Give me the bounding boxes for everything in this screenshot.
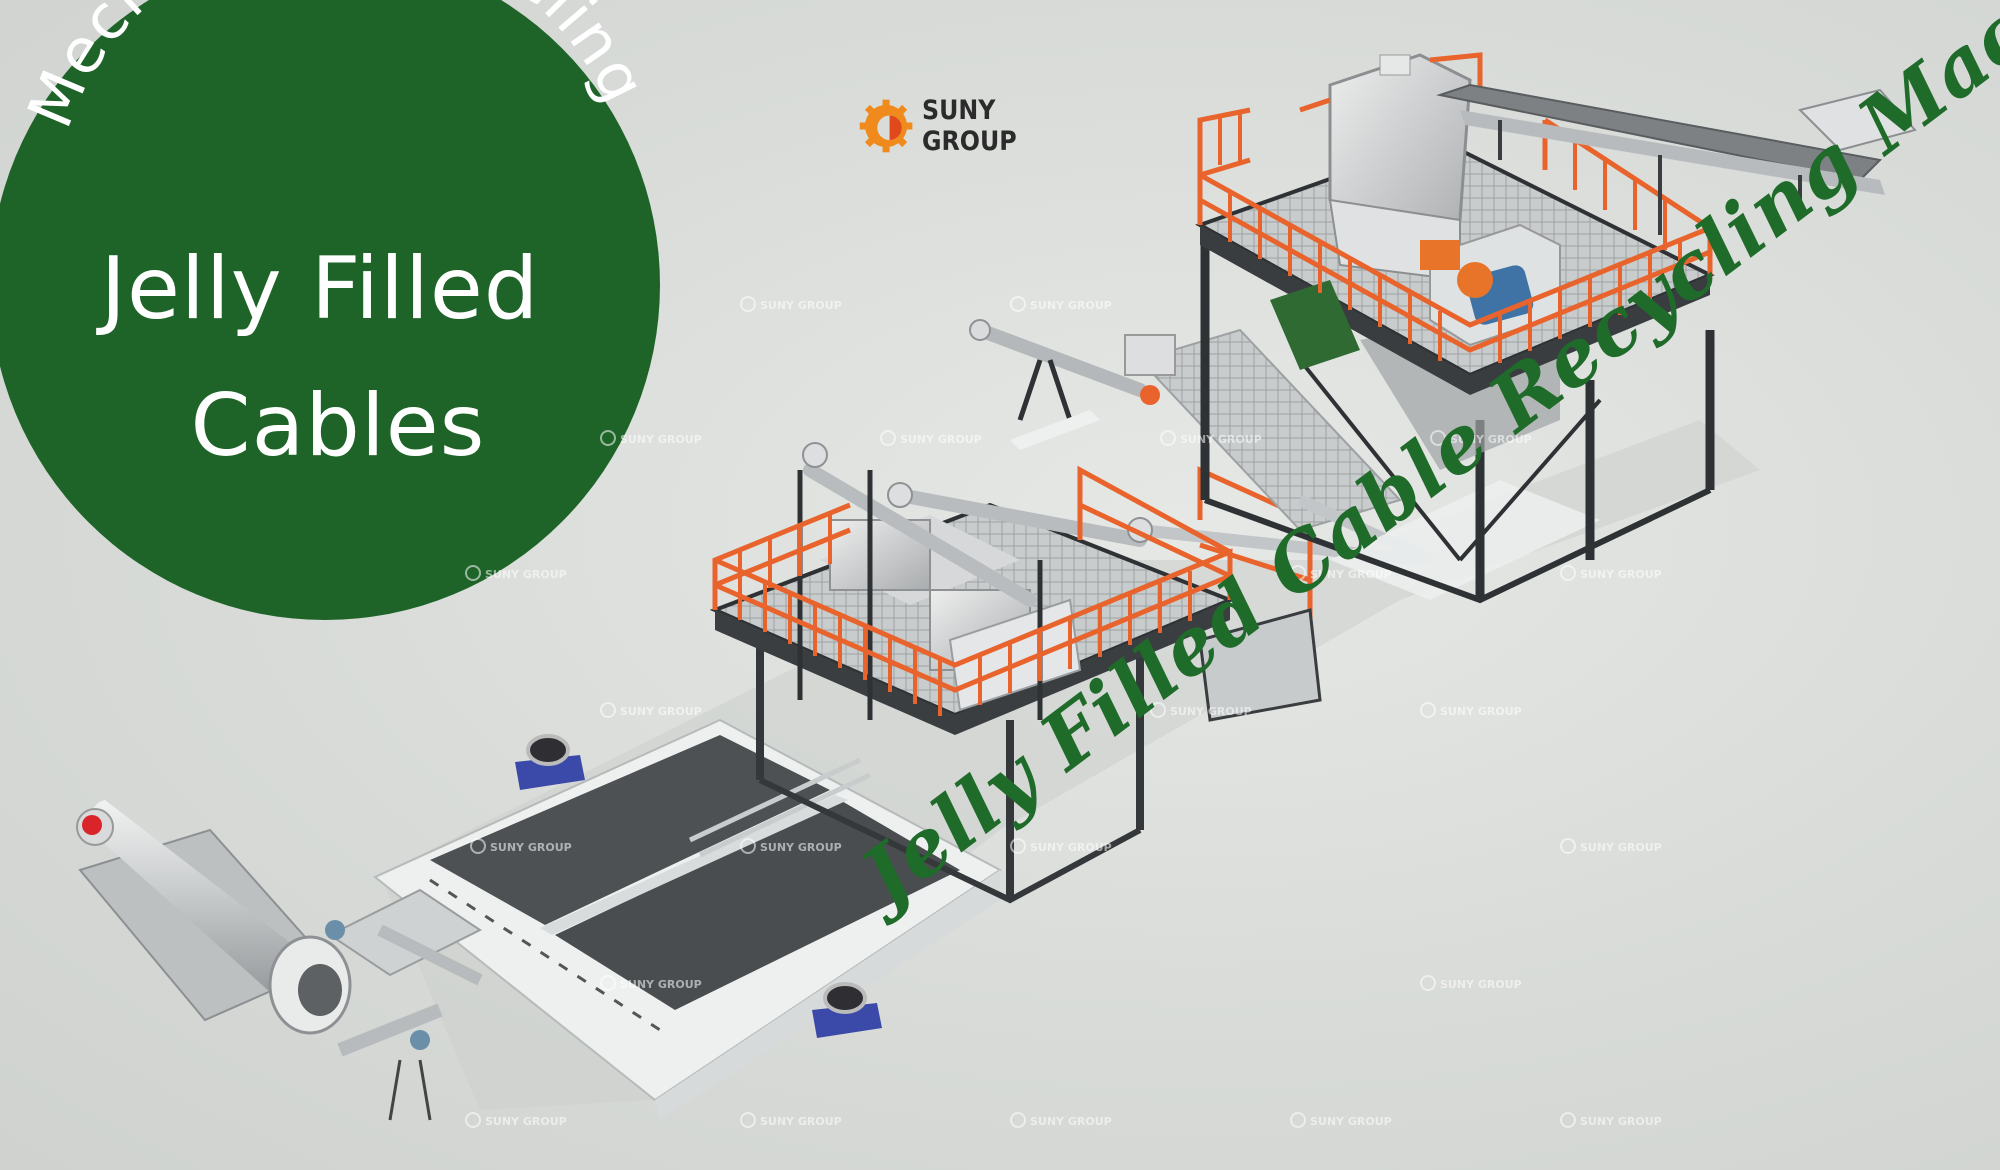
watermark: SUNY GROUP: [1010, 296, 1112, 312]
watermark: SUNY GROUP: [1420, 975, 1522, 991]
watermark: SUNY GROUP: [600, 702, 702, 718]
watermark: SUNY GROUP: [740, 1112, 842, 1128]
watermark: SUNY GROUP: [1560, 838, 1662, 854]
watermark: SUNY GROUP: [740, 296, 842, 312]
rotary-drum: [76, 800, 483, 1121]
logo-text: SUNY GROUP: [922, 95, 1017, 157]
vibration-motor-2: [812, 982, 882, 1038]
watermark: SUNY GROUP: [1560, 565, 1662, 581]
watermark: SUNY GROUP: [1560, 1112, 1662, 1128]
watermark: SUNY GROUP: [600, 430, 702, 446]
separator-platform: [709, 442, 1426, 904]
watermark: SUNY GROUP: [465, 1112, 567, 1128]
watermark: SUNY GROUP: [600, 975, 702, 991]
watermark: SUNY GROUP: [880, 430, 982, 446]
watermark: SUNY GROUP: [1290, 1112, 1392, 1128]
watermark: SUNY GROUP: [740, 838, 842, 854]
suny-group-logo: SUNY GROUP: [858, 86, 1098, 166]
watermark: SUNY GROUP: [1010, 838, 1112, 854]
watermark: SUNY GROUP: [1010, 1112, 1112, 1128]
watermark: SUNY GROUP: [1430, 430, 1532, 446]
vibration-motor-1: [515, 734, 585, 790]
watermark: SUNY GROUP: [1160, 430, 1262, 446]
watermark: SUNY GROUP: [465, 565, 567, 581]
watermark: SUNY GROUP: [1420, 702, 1522, 718]
watermark: SUNY GROUP: [470, 838, 572, 854]
watermark: SUNY GROUP: [1150, 702, 1252, 718]
watermark: SUNY GROUP: [1290, 565, 1392, 581]
gear-logo-icon: [859, 99, 913, 153]
shredder-platform: [1195, 52, 1715, 604]
separation-table: [373, 718, 1002, 1120]
belt-conveyor: [1436, 83, 1917, 235]
